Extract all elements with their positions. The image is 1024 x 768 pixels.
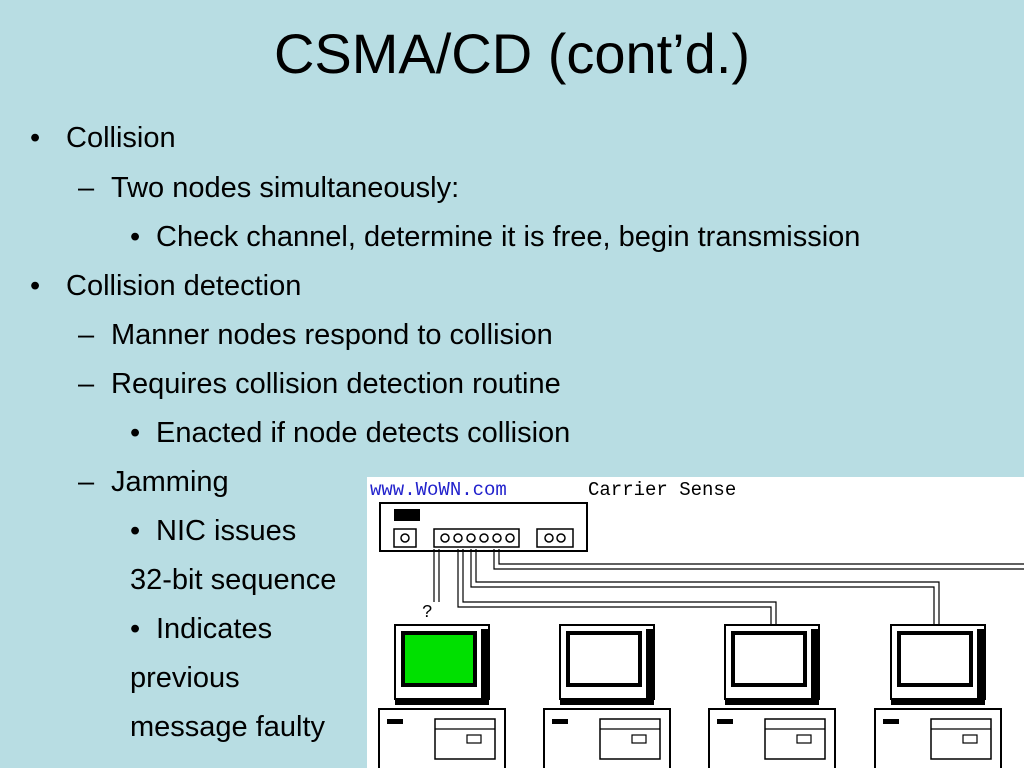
bullet-collision: Collision [66, 122, 176, 154]
network-cables [433, 549, 1024, 627]
bullet-marker: • [30, 270, 41, 302]
bullet-marker: • [130, 417, 141, 449]
subsubbullet-indicates: Indicates [156, 613, 273, 645]
continuation-message-faulty: message faulty [130, 711, 326, 743]
subbullet-two-nodes: Two nodes simultaneously: [111, 172, 460, 204]
site-label: www.WoWN.com [370, 479, 507, 501]
subsubbullet-nic-issues: NIC issues [156, 515, 297, 547]
bullet-collision-detection: Collision detection [66, 270, 302, 302]
subsubbullet-enacted: Enacted if node detects collision [156, 417, 571, 449]
computer-icon [543, 624, 671, 768]
network-diagram-svg: www.WoWN.com Carrier Sense [370, 479, 1024, 768]
bullet-marker: • [30, 122, 41, 154]
subbullet-requires-routine: Requires collision detection routine [111, 368, 561, 400]
bullet-marker: • [130, 613, 141, 645]
continuation-32-bit: 32-bit sequence [130, 564, 337, 596]
carrier-sense-diagram: www.WoWN.com Carrier Sense [367, 477, 1024, 768]
computer-icon [874, 624, 1002, 768]
subsubbullet-check-channel: Check channel, determine it is free, beg… [156, 221, 861, 253]
query-mark: ? [422, 603, 433, 623]
computer-icon [708, 624, 836, 768]
bullet-marker: • [130, 515, 141, 547]
continuation-previous: previous [130, 662, 240, 694]
subbullet-jamming: Jamming [111, 466, 229, 498]
bullet-marker: • [130, 221, 141, 253]
dash-marker: – [78, 172, 95, 204]
hub-icon [379, 502, 588, 552]
active-screen [401, 631, 477, 687]
subbullet-manner-nodes: Manner nodes respond to collision [111, 319, 553, 351]
dash-marker: – [78, 368, 95, 400]
computer-icon [378, 624, 506, 768]
dash-marker: – [78, 319, 95, 351]
diagram-caption: Carrier Sense [588, 479, 736, 501]
slide-title: CSMA/CD (cont’d.) [273, 22, 751, 85]
dash-marker: – [78, 466, 95, 498]
